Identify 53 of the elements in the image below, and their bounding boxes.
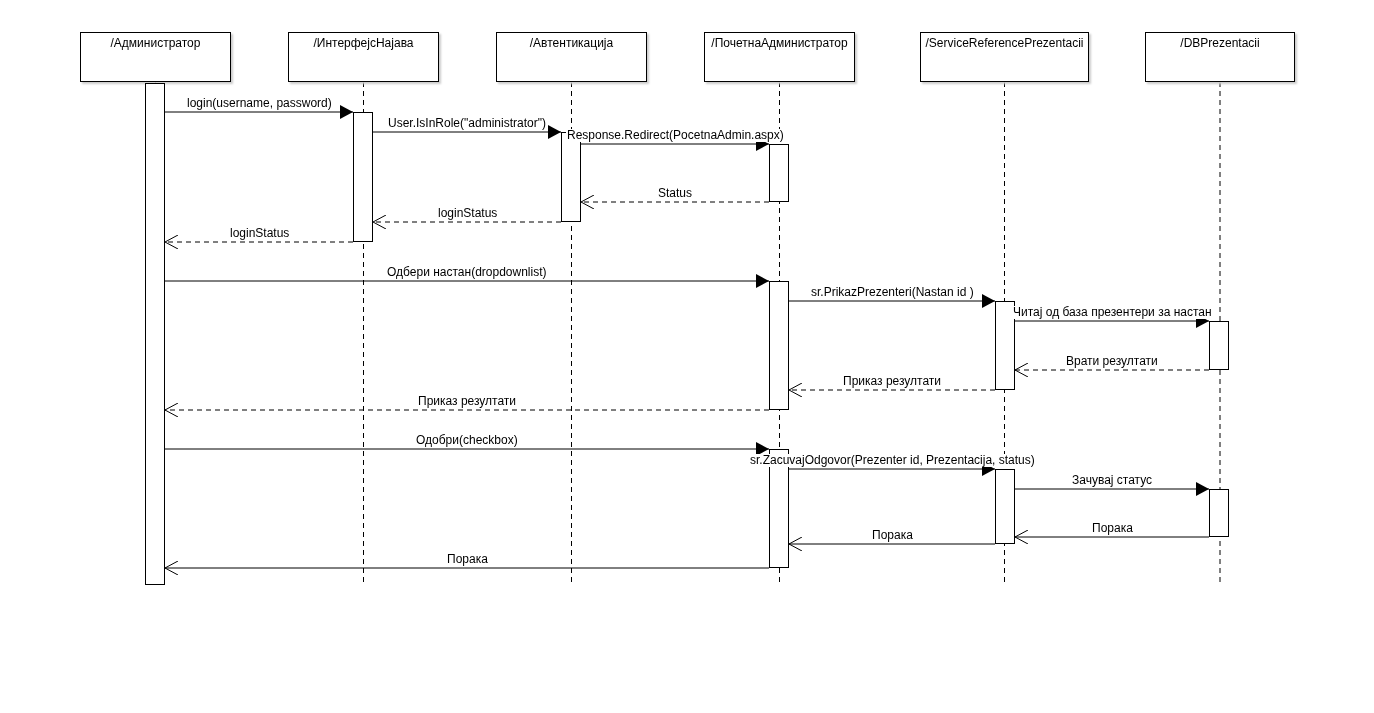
message-arrow — [164, 560, 770, 576]
message-label: Порака — [1091, 522, 1134, 535]
return-message-arrow — [788, 382, 996, 398]
participant-name: /Администратор — [110, 36, 201, 50]
return-message-arrow — [580, 194, 770, 210]
participant-box — [704, 32, 855, 82]
message-label: User.IsInRole("administrator") — [387, 117, 547, 130]
activation-bar — [1209, 321, 1229, 370]
message-arrow — [164, 442, 770, 456]
activation-bar — [769, 144, 789, 202]
participant-name: /Автентикација — [529, 36, 614, 50]
message-arrow — [164, 274, 770, 288]
message-label: Порака — [871, 529, 914, 542]
participant-box — [288, 32, 439, 82]
message-arrow — [788, 536, 996, 552]
participant-name: /ИнтерфејсНајава — [313, 36, 414, 50]
message-label: loginStatus — [437, 207, 499, 220]
message-arrow — [788, 294, 996, 308]
participant-box — [496, 32, 647, 82]
return-message-arrow — [1014, 362, 1210, 378]
message-label: Порака — [446, 553, 489, 566]
activation-bar — [145, 83, 165, 585]
message-label: Приказ резултати — [842, 375, 943, 388]
activation-bar — [995, 301, 1015, 390]
return-message-arrow — [372, 214, 562, 230]
return-message-arrow — [164, 234, 354, 250]
message-label: Врати резултати — [1065, 355, 1159, 368]
participant-name: /ПочетнаАдминистратор — [711, 36, 848, 50]
message-label: sr.PrikazPrezenteri(Nastan id ) — [810, 286, 975, 299]
activation-bar — [353, 112, 373, 242]
message-arrow — [1014, 529, 1210, 545]
participant-box — [920, 32, 1089, 82]
participant-name: /ServiceReferencePrezentacii — [925, 36, 1084, 50]
message-label: Одбери настан(dropdownlist) — [386, 266, 548, 279]
message-label: Status — [657, 187, 694, 200]
participant-box — [80, 32, 231, 82]
message-label: Зачувај статус — [1071, 474, 1154, 487]
participant-name: /DBPrezentacii — [1180, 36, 1260, 50]
message-label: Одобри(checkbox) — [415, 434, 519, 447]
message-arrow — [1014, 482, 1210, 496]
message-label: Читај од база презентери за настан — [1012, 306, 1213, 319]
message-arrow — [164, 105, 354, 119]
activation-bar — [1209, 489, 1229, 537]
participant-box — [1145, 32, 1295, 82]
message-label: login(username, password) — [186, 97, 333, 110]
message-arrow — [372, 125, 562, 139]
message-label: Приказ резултати — [417, 395, 518, 408]
return-message-arrow — [164, 402, 770, 418]
activation-bar — [995, 469, 1015, 544]
message-label: Response.Redirect(PocetnaAdmin.aspx) — [566, 129, 785, 142]
message-label: sr.ZacuvajOdgovor(Prezenter id, Prezentacija, status) — [749, 454, 1036, 467]
message-label: loginStatus — [229, 227, 291, 240]
activation-bar — [769, 281, 789, 410]
